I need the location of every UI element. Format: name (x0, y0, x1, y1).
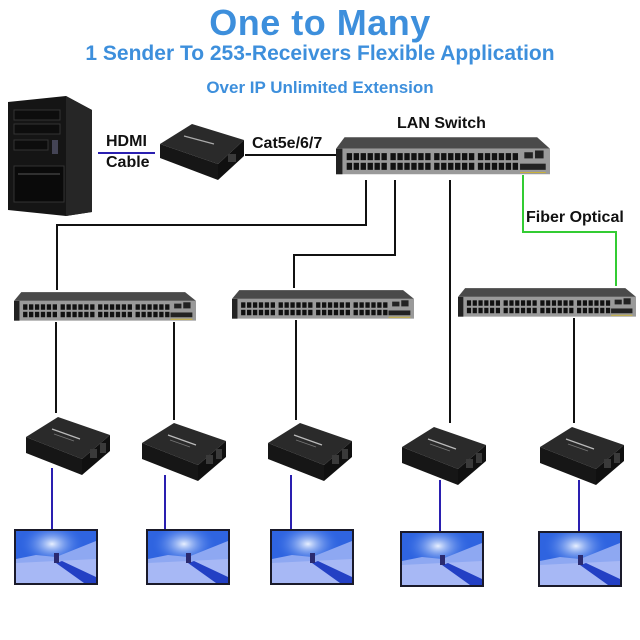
receiver-extender-1 (24, 415, 110, 475)
signal-extender-icon (402, 427, 486, 485)
receiver-extender-2 (140, 421, 226, 481)
sender-extender (158, 122, 244, 180)
signal-extender-icon (160, 124, 244, 180)
monitor-icon (16, 531, 96, 583)
network-cable-1 (56, 180, 367, 290)
network-switch-icon (458, 288, 636, 317)
signal-extender-icon (142, 423, 226, 481)
display-monitor-1 (14, 529, 98, 585)
sub-switch-1 (14, 288, 196, 322)
network-switch-icon (14, 292, 196, 321)
fiber-label: Fiber Optical (526, 209, 624, 226)
diagram-tagline: Over IP Unlimited Extension (206, 78, 434, 97)
signal-extender-icon (540, 427, 624, 485)
pc-tower-icon (8, 96, 92, 216)
monitor-icon (402, 533, 482, 585)
signal-extender-icon (26, 417, 110, 475)
monitor-icon (272, 531, 352, 583)
network-cable-2 (293, 180, 396, 288)
monitor-icon (148, 531, 228, 583)
receiver-extender-4 (400, 425, 486, 485)
hdmi-label: HDMI (106, 133, 147, 150)
display-monitor-4 (400, 531, 484, 587)
fiber-cable (522, 175, 617, 286)
receiver-extender-3 (266, 421, 352, 481)
display-monitor-2 (146, 529, 230, 585)
network-switch-icon (336, 137, 550, 175)
monitor-icon (540, 533, 620, 585)
cat-label: Cat5e/6/7 (252, 135, 323, 152)
display-monitor-5 (538, 531, 622, 587)
main-lan-switch (336, 132, 550, 176)
signal-extender-icon (268, 423, 352, 481)
diagram-title: One to Many (209, 2, 431, 43)
cable-label: Cable (106, 154, 150, 171)
diagram-subtitle: 1 Sender To 253-Receivers Flexible Appli… (85, 42, 555, 65)
network-switch-icon (232, 290, 414, 319)
sub-switch-2 (232, 286, 414, 320)
display-monitor-3 (270, 529, 354, 585)
sub-switch-3 (458, 284, 636, 318)
lan-switch-label: LAN Switch (397, 115, 486, 132)
receiver-extender-5 (538, 425, 624, 485)
